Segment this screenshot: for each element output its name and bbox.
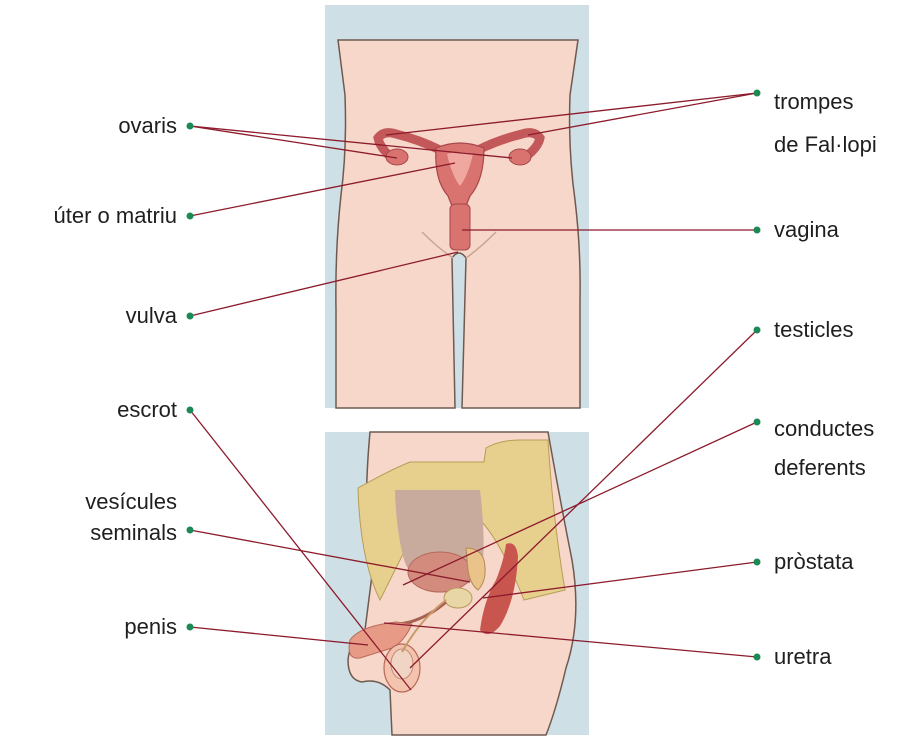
label-conductes-line2: deferents [774, 448, 874, 487]
label-testicles: testicles [774, 317, 853, 343]
dot-uter [187, 213, 194, 220]
dot-penis [187, 624, 194, 631]
dot-prostata [754, 559, 761, 566]
label-vesicules-line1: vesícules [85, 486, 177, 517]
dot-ovaris [187, 123, 194, 130]
dot-conductes [754, 419, 761, 426]
dot-uretra [754, 654, 761, 661]
dot-vulva [187, 313, 194, 320]
dot-vesicules [187, 527, 194, 534]
label-trompes-line1: trompes [774, 80, 877, 123]
label-escrot: escrot [117, 397, 177, 423]
label-vesicules-line2: seminals [85, 517, 177, 548]
label-vesicules: vesícules seminals [85, 486, 177, 548]
dot-escrot [187, 407, 194, 414]
label-uter: úter o matriu [54, 203, 178, 229]
dot-trompes [754, 90, 761, 97]
label-conductes: conductes deferents [774, 409, 874, 487]
label-ovaris: ovaris [118, 113, 177, 139]
dot-testicles [754, 327, 761, 334]
dot-vagina [754, 227, 761, 234]
label-vulva: vulva [126, 303, 177, 329]
label-uretra: uretra [774, 644, 831, 670]
label-penis: penis [124, 614, 177, 640]
label-trompes-line2: de Fal·lopi [774, 123, 877, 166]
label-trompes: trompes de Fal·lopi [774, 80, 877, 166]
label-vagina: vagina [774, 217, 839, 243]
label-conductes-line1: conductes [774, 409, 874, 448]
label-prostata: pròstata [774, 549, 854, 575]
